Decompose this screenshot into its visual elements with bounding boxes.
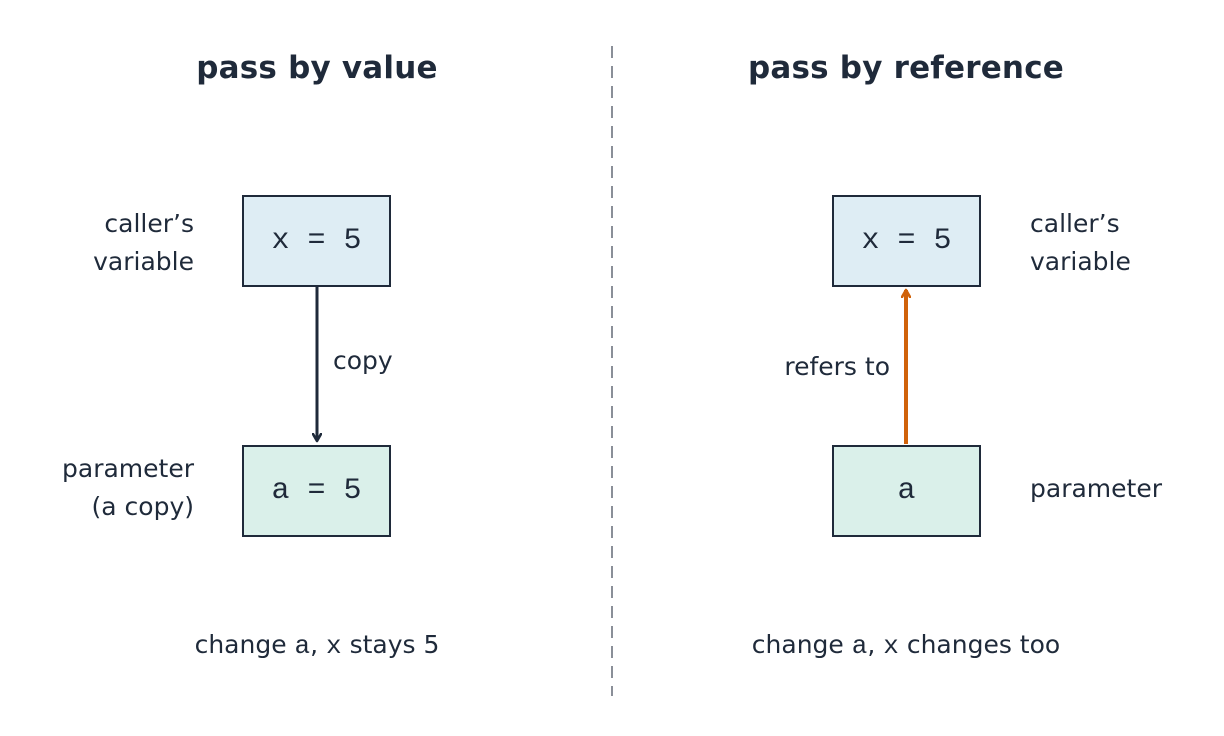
value-param-label: parameter (a copy) [62,450,194,526]
reference-caption: change a, x changes too [752,630,1060,661]
pass-by-value-title: pass by value [196,50,438,86]
reference-caller-label-line1: caller’s [1030,209,1120,238]
pass-by-reference-title: pass by reference [747,50,1065,86]
value-caption: change a, x stays 5 [195,630,440,661]
value-caller-label-line2: variable [93,247,194,276]
copy-arrow-label: copy [333,346,393,375]
value-caption-code-x: x [326,631,342,661]
reference-caller-box: x = 5 [832,195,981,287]
value-caller-box: x = 5 [242,195,391,287]
reference-caption-code-x: x [883,631,899,661]
reference-caption-pre: change [751,630,852,659]
reference-caller-label-line2: variable [1030,247,1131,276]
value-caption-code-a: a [294,631,311,661]
reference-caller-label: caller’s variable [1030,205,1131,281]
reference-param-box: a [832,445,981,537]
refers-to-arrow-label: refers to [784,352,890,381]
reference-caption-post: changes too [898,630,1061,659]
value-param-label-line2: (a copy) [91,492,194,521]
value-caption-mid: , [310,630,327,659]
value-caller-label-line1: caller’s [104,209,194,238]
value-caller-label: caller’s variable [93,205,194,281]
value-caption-pre: change [194,630,295,659]
reference-caption-mid: , [867,630,884,659]
reference-caption-code-a: a [851,631,868,661]
value-param-label-line1: parameter [62,454,194,483]
value-param-box: a = 5 [242,445,391,537]
value-caption-post: stays 5 [341,630,440,659]
reference-param-label: parameter [1030,474,1162,503]
